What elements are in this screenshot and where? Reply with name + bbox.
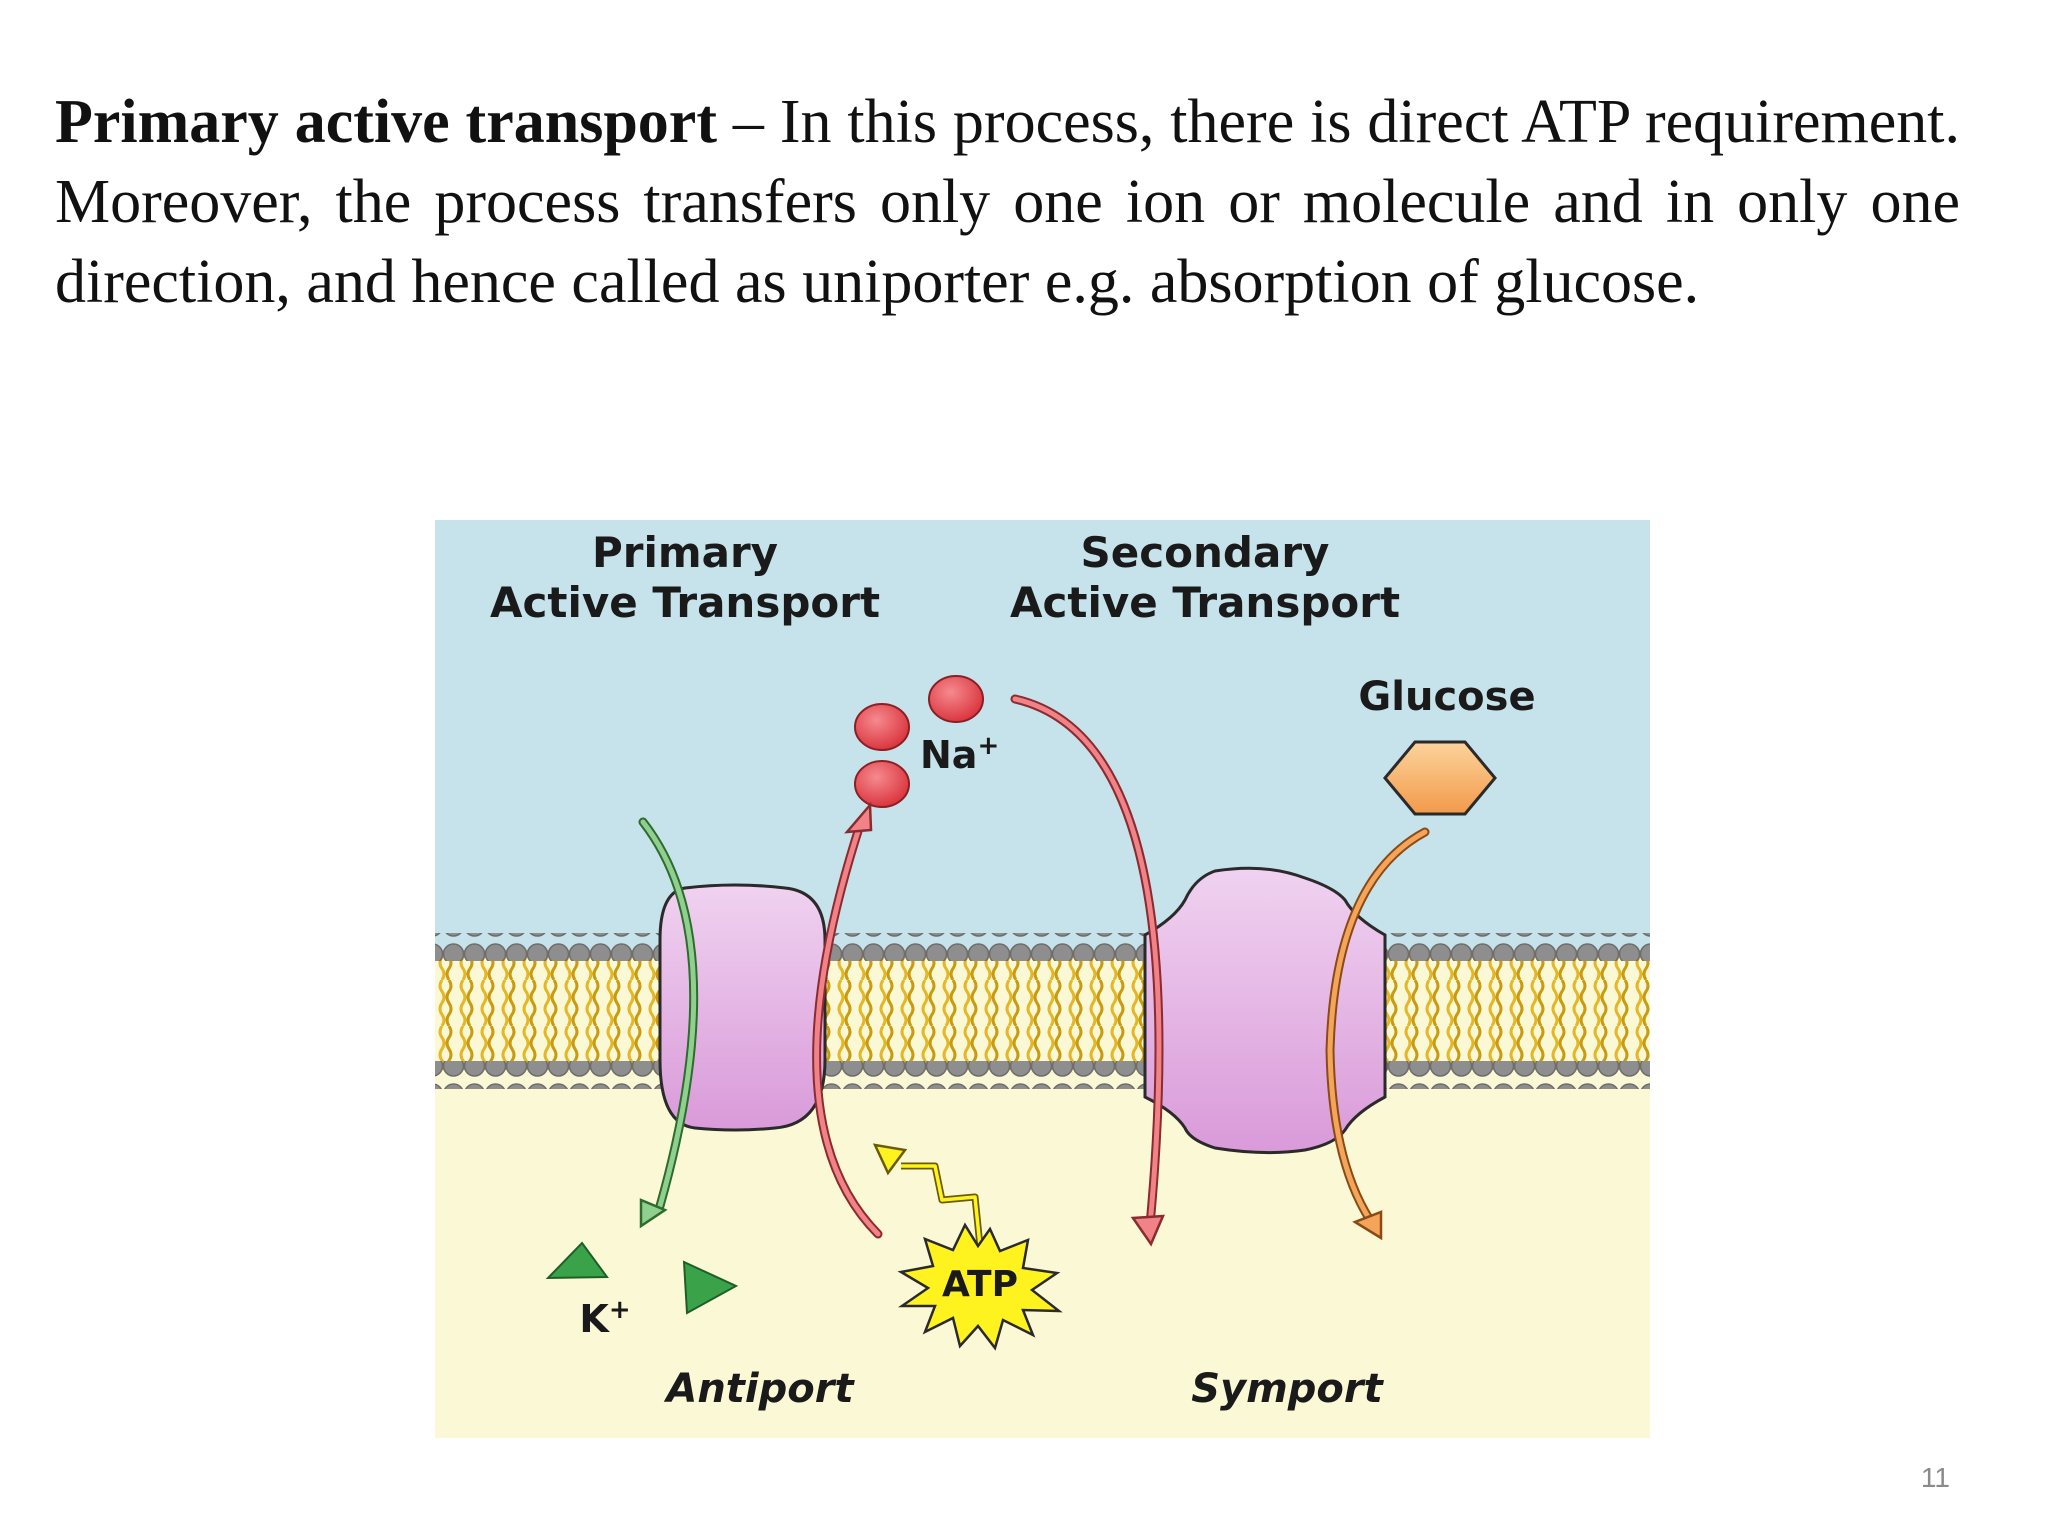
secondary-heading-line2: Active Transport [1010, 578, 1400, 627]
sodium-pump-arrow [812, 801, 883, 1239]
atp-label: ATP [942, 1264, 1018, 1305]
sodium-ion [928, 675, 984, 723]
body-paragraph: Primary active transport – In this proce… [55, 82, 1960, 322]
antiport-label: Antiport [663, 1366, 855, 1412]
glucose-label: Glucose [1358, 674, 1535, 720]
transport-diagram: Primary Active Transport Secondary Activ… [435, 520, 1650, 1438]
symporter-protein [1143, 866, 1387, 1155]
primary-pump-protein [658, 883, 827, 1132]
sodium-ion [854, 760, 910, 808]
primary-heading-line1: Primary [592, 528, 778, 577]
glucose-arrow [1325, 827, 1430, 1241]
potassium-ion [682, 1260, 739, 1315]
lipid-bilayer [435, 933, 1650, 1089]
primary-heading-line2: Active Transport [490, 578, 880, 627]
potassium-ions [545, 1241, 739, 1315]
potassium-label: K+ [579, 1295, 630, 1341]
term-primary-active-transport: Primary active transport [55, 88, 717, 156]
extracellular-region [435, 520, 1650, 950]
sodium-symport-arrow [1010, 694, 1165, 1247]
potassium-arrow [638, 817, 699, 1229]
glucose-molecule [1383, 740, 1497, 816]
atp-starburst [897, 1222, 1063, 1351]
energy-zigzag-arrow [872, 1143, 984, 1247]
sodium-ions [854, 675, 984, 808]
symport-label: Symport [1191, 1366, 1384, 1412]
paragraph-text: – In this process, there is direct ATP r… [55, 88, 1960, 316]
transport-diagram-svg: Primary Active Transport Secondary Activ… [435, 520, 1650, 1438]
sodium-label: Na+ [920, 731, 999, 777]
page-number: 11 [1920, 1462, 1950, 1493]
secondary-heading-line1: Secondary [1081, 528, 1330, 577]
potassium-ion [545, 1241, 609, 1280]
sodium-ion [854, 703, 910, 751]
